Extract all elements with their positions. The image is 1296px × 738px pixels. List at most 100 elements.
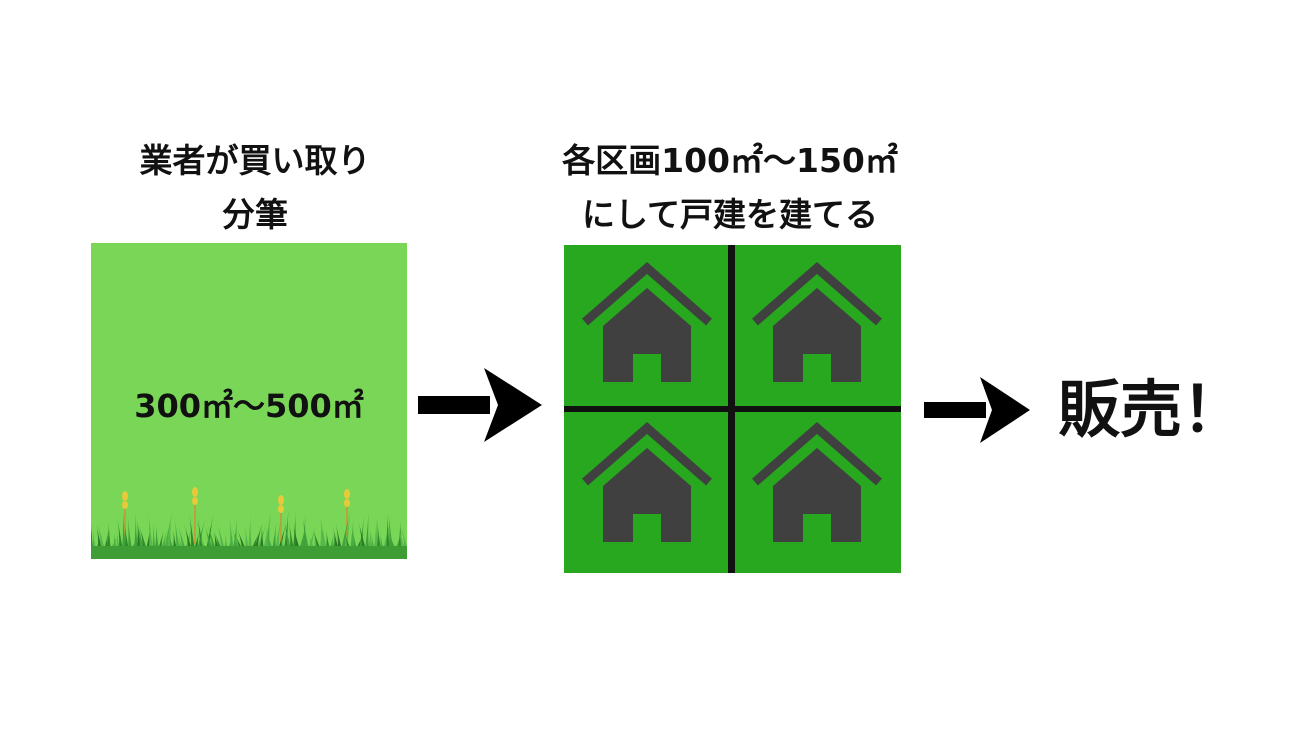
grass-blade [386, 529, 396, 550]
grass-blades [91, 510, 407, 550]
grass-blade [260, 525, 264, 550]
grass-blade [197, 518, 205, 550]
sale-label: 販売！ [1058, 373, 1245, 446]
grass-blade [161, 528, 168, 550]
grass-blade [134, 513, 138, 550]
grass-blade [196, 514, 204, 550]
grass-blade [214, 532, 222, 550]
grass-blade [122, 510, 126, 550]
grass-blade [401, 527, 407, 550]
grass-blade [374, 516, 378, 550]
grass-blade [308, 525, 317, 550]
grass-blade [197, 533, 207, 550]
house-icon [582, 262, 712, 382]
grass-blade [344, 511, 351, 550]
grass-blade [245, 524, 249, 550]
grass-blade [307, 533, 315, 550]
grass-blade [231, 526, 240, 550]
grass-blade [368, 527, 372, 550]
grass-blade [117, 518, 123, 550]
grass-blade [113, 532, 117, 550]
grass-blade [350, 517, 354, 550]
land-area-label: 300㎡〜500㎡ [134, 387, 364, 425]
grass-blade [184, 523, 192, 550]
grass-blade [207, 523, 216, 550]
right-arrow-icon [924, 377, 1030, 443]
grass-blade [177, 524, 186, 550]
grass-blade [91, 523, 93, 550]
grass-blade [352, 528, 357, 550]
grass-blade [146, 525, 151, 550]
grass-blade [341, 512, 351, 550]
grass-blade [158, 529, 164, 550]
grass-blade [189, 512, 195, 550]
grass-blade [359, 515, 365, 550]
grass-blade [314, 529, 318, 550]
subdivided-plots [564, 245, 901, 573]
grass-blade [155, 524, 159, 550]
grass-blade [386, 513, 390, 550]
grass-blade [173, 530, 177, 550]
step1-caption-line2: 分筆 [222, 195, 288, 234]
grass-blade [332, 527, 339, 550]
grass-blade [326, 530, 330, 550]
wheat-icon [278, 495, 284, 546]
house-icon [752, 262, 882, 382]
step2-caption: 各区画100㎡〜150㎡ にして戸建を建てる [520, 134, 940, 242]
land-square: 300㎡〜500㎡ [91, 243, 407, 559]
grass-blade [254, 523, 263, 550]
grass-blade [251, 532, 260, 550]
grass-blade [107, 521, 111, 550]
right-arrow-icon [418, 368, 542, 442]
grass-blade [248, 512, 252, 550]
grass-blade [283, 518, 291, 550]
grass-blade [318, 512, 327, 550]
grass-blade [234, 533, 243, 550]
grass-blade [377, 520, 381, 550]
step1-caption-line1: 業者が買い取り [139, 141, 371, 180]
grass-blade [152, 523, 156, 550]
grass-blade [289, 522, 294, 550]
grass-blade [388, 512, 393, 550]
grass-blade [167, 516, 172, 550]
step2-caption-line1: 各区画100㎡〜150㎡ [562, 141, 898, 180]
grass-blade [96, 518, 105, 550]
grass-blade [275, 516, 282, 550]
grass-blade [272, 521, 277, 550]
grass-blade [124, 521, 129, 550]
wheat-icon [122, 491, 128, 546]
grass-blade [116, 531, 120, 550]
grass-blade [358, 520, 366, 550]
grass-blade [164, 510, 173, 550]
grass-illustration [91, 487, 407, 559]
step1-caption: 業者が買い取り 分筆 [90, 134, 420, 242]
grass-blade [371, 532, 375, 550]
grass-blade [397, 523, 405, 550]
grass-blade [236, 528, 246, 550]
grass-blade [380, 532, 384, 550]
grass-blade [96, 525, 102, 550]
grass-blade [127, 515, 132, 550]
grass-blade [299, 529, 305, 550]
grass-blade [174, 516, 180, 550]
grass-blade [203, 523, 213, 550]
house-icon [582, 422, 712, 542]
grass-blade [264, 524, 273, 550]
grass-blade [148, 511, 153, 550]
grass-blade [335, 523, 342, 550]
grass-blade [311, 527, 321, 550]
step2-caption-line2: にして戸建を建てる [581, 195, 878, 234]
grass-blade [301, 514, 309, 550]
wheat-icon [192, 487, 198, 544]
grass-blade [229, 516, 234, 550]
grass-blade [292, 525, 300, 550]
grass-blade [136, 519, 144, 550]
house-icon [752, 422, 882, 542]
grass-blade [92, 529, 96, 550]
grass-blade [216, 519, 225, 550]
grass-blade [224, 533, 228, 550]
grass-blade [138, 524, 147, 550]
grass-blade [137, 520, 141, 550]
plot-divider-horizontal [564, 406, 901, 412]
grass-blade [263, 515, 272, 550]
